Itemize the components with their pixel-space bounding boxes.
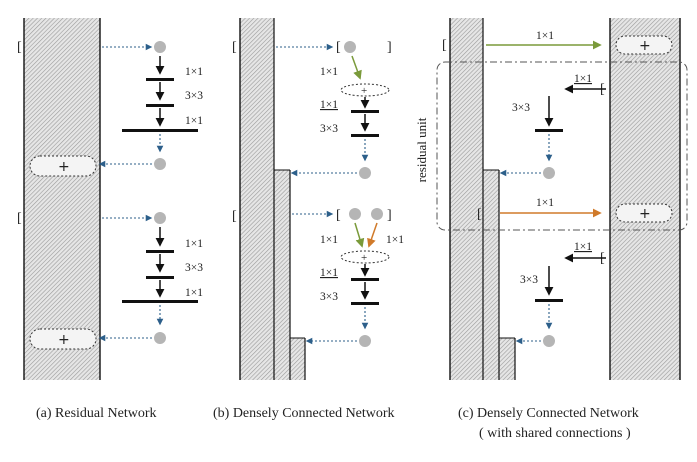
node — [349, 208, 361, 220]
caption-c-line1: (c) Densely Connected Network — [458, 406, 639, 421]
op-label: 1×1 — [320, 234, 338, 246]
svg-text:[: [ — [17, 40, 22, 55]
plus-label: + — [639, 38, 651, 54]
op-label: 3×3 — [185, 262, 203, 274]
addition-node — [615, 35, 673, 55]
svg-text:[: [ — [336, 40, 341, 55]
caption-a: (a) Residual Network — [36, 406, 157, 421]
node — [359, 335, 371, 347]
node — [154, 212, 166, 224]
op-label: 1×1 — [386, 234, 404, 246]
residual-unit-box — [436, 61, 688, 231]
node — [154, 332, 166, 344]
op-label: 3×3 — [320, 123, 338, 135]
svg-text:[: [ — [336, 208, 341, 223]
node — [543, 167, 555, 179]
svg-text:]: ] — [387, 208, 392, 223]
node — [154, 41, 166, 53]
svg-text:[: [ — [477, 207, 482, 222]
node — [359, 167, 371, 179]
svg-text:[: [ — [232, 209, 237, 224]
node — [543, 335, 555, 347]
caption-c-line2: ( with shared connections ) — [479, 426, 631, 441]
op-label: 1×1 — [185, 66, 203, 78]
op-label: 1×1 — [320, 99, 338, 111]
node — [344, 41, 356, 53]
op-label: 1×1 — [536, 197, 554, 209]
op-label: 1×1 — [574, 73, 592, 85]
caption-b: (b) Densely Connected Network — [213, 406, 395, 421]
feature-column-b — [240, 18, 305, 380]
panel-b: [ [ ] 1×1 + 1×1 3×3 [ [ ] 1×1 1×1 + 1 — [213, 18, 404, 421]
panel-c: residual unit [ 1×1 + [ 1×1 3×3 [ 1×1 + … — [414, 18, 688, 441]
op-label: 1×1 — [536, 30, 554, 42]
op-label: 1×1 — [320, 66, 338, 78]
svg-text:[: [ — [442, 38, 447, 53]
op-label: 1×1 — [185, 115, 203, 127]
op-label: 3×3 — [185, 90, 203, 102]
op-label: 1×1 — [320, 267, 338, 279]
panel-a: [ 1×1 3×3 1×1 + [ 1×1 3×3 1×1 + ( — [17, 18, 203, 421]
plus-label: + — [361, 85, 367, 97]
op-label: 1×1 — [185, 238, 203, 250]
op-label: 1×1 — [185, 287, 203, 299]
op-label: 3×3 — [512, 102, 530, 114]
feature-column-a — [24, 18, 100, 380]
plus-label: + — [58, 159, 70, 175]
addition-node — [29, 328, 97, 350]
node — [371, 208, 383, 220]
svg-text:]: ] — [387, 40, 392, 55]
svg-text:[: [ — [232, 40, 237, 55]
node — [154, 158, 166, 170]
residual-unit-label: residual unit — [414, 117, 429, 182]
plus-label: + — [58, 332, 70, 348]
addition-node — [615, 203, 673, 223]
plus-label: + — [639, 206, 651, 222]
feature-column-c-right — [610, 18, 680, 380]
plus-label: + — [361, 252, 367, 264]
addition-node — [29, 155, 97, 177]
svg-text:[: [ — [17, 211, 22, 226]
op-label: 3×3 — [520, 274, 538, 286]
op-label: 1×1 — [574, 241, 592, 253]
op-label: 3×3 — [320, 291, 338, 303]
